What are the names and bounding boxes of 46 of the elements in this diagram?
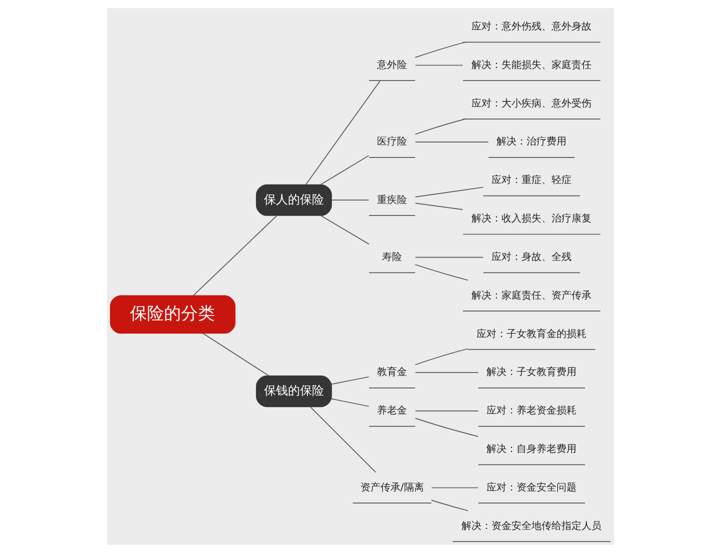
connector [330, 376, 369, 385]
node-text: 应对：养老资金损耗 [486, 404, 576, 417]
connector [414, 256, 484, 258]
node-text: 重疾险 [376, 194, 407, 206]
node-box: 保险的分类 [109, 295, 235, 334]
node-box: 保人的保险 [255, 184, 332, 216]
connector [414, 42, 465, 58]
connector [330, 200, 369, 201]
node-text: 解决：失能损失、家庭责任 [471, 58, 592, 71]
node-text: 医疗险 [376, 136, 407, 148]
node-text: 教育金 [376, 366, 407, 378]
node-text: 应对：身故、全残 [491, 250, 572, 263]
connector [192, 215, 277, 296]
connector [414, 410, 478, 412]
node-text: 解决：家庭责任、资产传承 [471, 289, 592, 302]
node-text: 解决：治疗费用 [496, 136, 566, 148]
node-text: 解决：资金安全地传给指定人员 [461, 520, 602, 532]
connector [414, 372, 478, 373]
connector [430, 500, 468, 512]
node-text: 寿险 [382, 250, 402, 263]
node-text: 解决：自身养老费用 [486, 442, 576, 455]
connector [304, 80, 380, 186]
connector [202, 332, 269, 376]
connector [309, 406, 376, 473]
connector [319, 155, 369, 186]
connector [414, 264, 468, 281]
node-text: 应对：资金安全问题 [486, 481, 576, 494]
node-text: 资产传承/隔离 [360, 481, 424, 494]
connector [414, 202, 463, 210]
connector [320, 215, 369, 245]
node-box: 保钱的保险 [255, 376, 332, 408]
connector [414, 348, 468, 366]
connector [430, 487, 478, 488]
connector [414, 418, 478, 437]
node-text: 意外险 [376, 58, 407, 71]
connector [330, 398, 369, 407]
node-text: 应对：意外伤残、意外身故 [471, 20, 592, 32]
node-text: 解决：收入损失、治疗康复 [471, 212, 592, 225]
node-text: 应对：重症、轻症 [491, 174, 572, 186]
node-text: 养老金 [376, 404, 407, 417]
connector [414, 118, 465, 135]
node-text: 应对：子女教育金的损耗 [476, 328, 586, 340]
connector [414, 64, 463, 66]
node-text: 解决：子女教育费用 [486, 366, 576, 378]
node-text: 应对：大小疾病、意外受伤 [471, 97, 592, 110]
connector [414, 186, 484, 198]
